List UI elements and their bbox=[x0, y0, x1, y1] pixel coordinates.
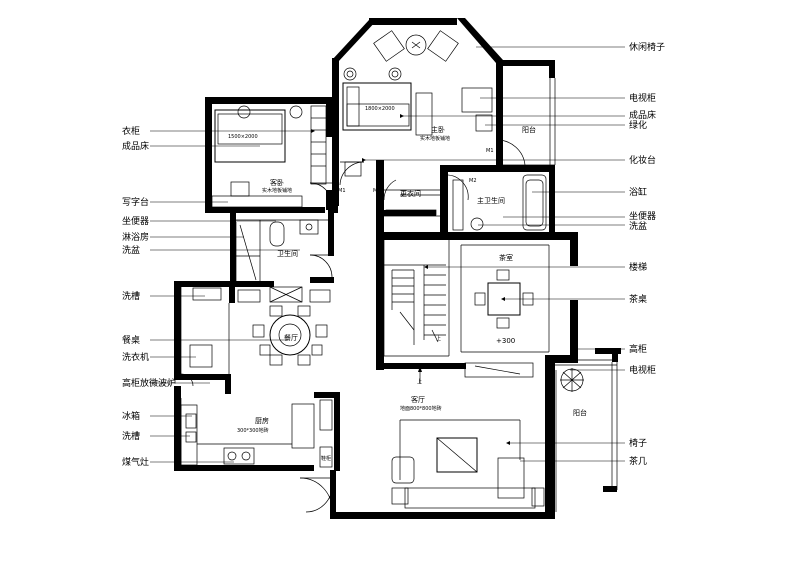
room-balcony-top: 阳台 bbox=[522, 125, 536, 134]
stair-up-a: 上 bbox=[436, 335, 441, 342]
room-cloakroom: 更衣间 bbox=[400, 189, 421, 198]
room-balcony-right: 阳台 bbox=[573, 408, 587, 417]
right-labels: 休闲椅子 电视柜 成品床 绿化 化妆台 浴缸 坐便器 洗盆 楼梯 茶桌 高柜 电… bbox=[629, 41, 665, 467]
room-tea-room-level: +300 bbox=[496, 337, 515, 345]
master-bed-size: 1800×2000 bbox=[365, 106, 395, 112]
label-desk: 写字台 bbox=[122, 196, 149, 208]
label-washer: 洗衣机 bbox=[122, 351, 149, 363]
label-leisure-chair: 休闲椅子 bbox=[629, 41, 665, 53]
label-tea-table: 茶桌 bbox=[629, 293, 647, 305]
room-kitchen: 厨房 bbox=[255, 416, 269, 425]
guest-bed-size: 1500×2000 bbox=[228, 134, 258, 140]
label-cabinet-microwave: 高柜放微波炉 bbox=[122, 377, 176, 389]
label-sink-left: 洗槽 bbox=[122, 290, 140, 302]
room-bathroom: 卫生间 bbox=[277, 249, 298, 258]
room-master-bath: 主卫生间 bbox=[477, 196, 505, 205]
room-kitchen-floor: 300*300地砖 bbox=[237, 427, 269, 434]
label-coffee-table: 茶几 bbox=[629, 455, 647, 467]
room-tea-room: 茶室 bbox=[499, 253, 513, 262]
label-tv-cabinet-bottom: 电视柜 bbox=[629, 364, 656, 376]
door-tag-m1-top: M1 bbox=[486, 148, 494, 154]
doors bbox=[180, 139, 526, 513]
shoe-cabinet-label: 鞋柜 bbox=[321, 455, 331, 462]
label-fridge: 冰箱 bbox=[122, 410, 140, 422]
room-master-bedroom-floor: 实木地板铺地 bbox=[420, 135, 450, 142]
label-toilet-right: 坐便器 bbox=[629, 210, 656, 222]
label-basin-left: 洗盆 bbox=[122, 244, 140, 256]
label-bed-right: 成品床 bbox=[629, 109, 656, 121]
label-tall-cabinet: 高柜 bbox=[629, 343, 647, 355]
label-dresser: 化妆台 bbox=[629, 154, 656, 166]
label-gas-stove: 煤气灶 bbox=[122, 456, 149, 468]
furniture bbox=[180, 30, 584, 509]
room-master-bedroom: 主卧 bbox=[431, 125, 445, 134]
stair-up-b: 上 bbox=[417, 378, 422, 385]
label-sink-kitchen: 洗槽 bbox=[122, 430, 140, 442]
room-living: 客厅 bbox=[411, 395, 425, 404]
room-labels: 主卧 实木地板铺地 客卧 实木地板铺地 卫生间 更衣间 主卫生间 阳台 茶室 +… bbox=[237, 125, 587, 462]
door-tag-m2: M2 bbox=[469, 178, 477, 184]
windows-and-partitions bbox=[180, 78, 618, 512]
left-labels: 衣柜 成品床 写字台 坐便器 淋浴房 洗盆 洗槽 餐桌 洗衣机 高柜放微波炉 冰… bbox=[122, 125, 176, 468]
leader-arrows bbox=[311, 114, 510, 445]
label-bathtub: 浴缸 bbox=[629, 186, 647, 198]
door-tag-m1-left: M1 bbox=[338, 188, 346, 194]
label-plant-top: 绿化 bbox=[629, 119, 647, 131]
label-shower-left: 淋浴房 bbox=[122, 231, 149, 243]
room-dining: 餐厅 bbox=[284, 333, 298, 342]
door-tags: M1 M1 M1 M2 上 上 1800×2000 1500×2000 bbox=[228, 106, 494, 385]
label-dining-table: 餐桌 bbox=[122, 334, 140, 346]
label-basin-right: 洗盆 bbox=[629, 220, 647, 232]
label-toilet-left: 坐便器 bbox=[122, 215, 149, 227]
room-guest-bedroom: 客卧 bbox=[270, 178, 284, 187]
room-guest-bedroom-floor: 实木地板铺地 bbox=[262, 187, 292, 194]
label-bed-left: 成品床 bbox=[122, 140, 149, 152]
door-tag-m1-mid: M1 bbox=[373, 188, 381, 194]
label-wardrobe: 衣柜 bbox=[122, 125, 140, 137]
staircase bbox=[384, 264, 446, 384]
label-chair: 椅子 bbox=[629, 437, 647, 449]
leader-lines bbox=[150, 46, 625, 463]
label-tv-cabinet-top: 电视柜 bbox=[629, 92, 656, 104]
room-living-floor: 地面800*800地砖 bbox=[400, 405, 442, 412]
label-stairs: 楼梯 bbox=[629, 261, 647, 273]
